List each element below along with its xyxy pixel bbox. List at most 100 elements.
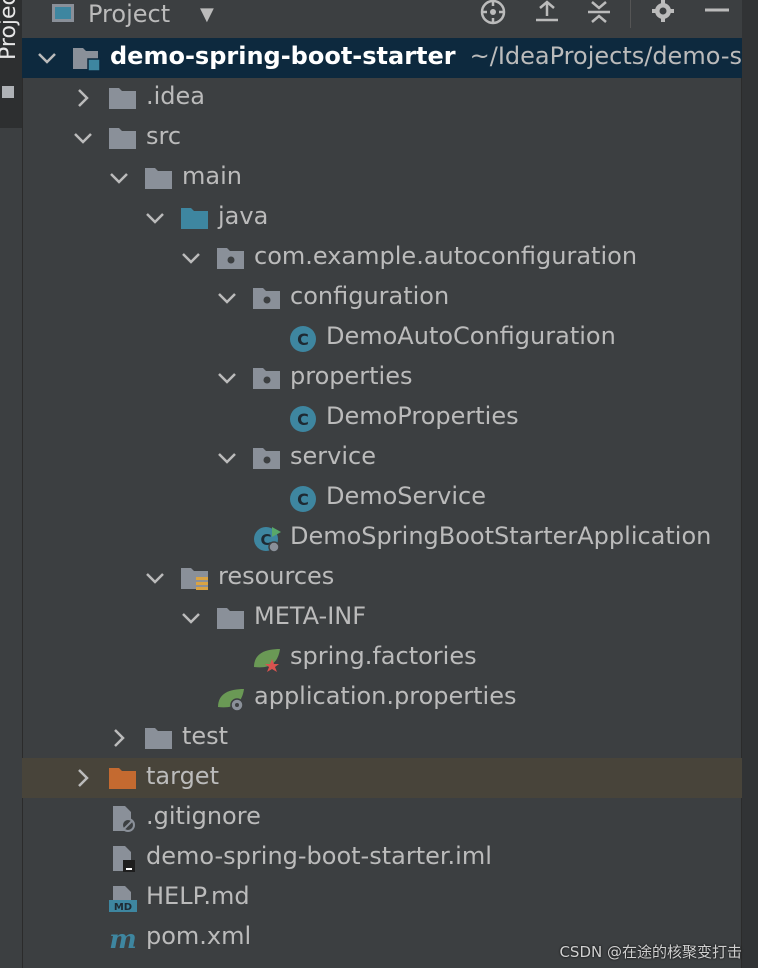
spring-properties-icon [218,689,244,712]
editor-edge [741,0,758,968]
tree-label: DemoService [326,482,487,510]
locate-icon[interactable] [478,0,508,28]
chevron-down-icon[interactable] [144,567,166,589]
maven-icon: m [109,925,137,953]
project-window-icon [52,4,74,22]
tree-label: DemoSpringBootStarterApplication [290,522,712,550]
tree-label: service [290,442,376,470]
resources-folder-icon [181,568,208,590]
collapse-all-icon[interactable] [584,0,614,28]
chevron-down-icon[interactable] [180,247,202,269]
package-icon [253,368,280,389]
svg-text:C: C [297,330,309,349]
folder-icon [217,608,244,629]
tree-row-resources[interactable]: resources [22,558,742,598]
chevron-right-icon[interactable] [108,727,130,749]
watermark: CSDN @在途的核聚变打击 [559,943,742,961]
chevron-down-icon[interactable] [36,47,58,69]
spring-boot-class-icon: C [254,527,281,553]
tree-row-spring-factories[interactable]: spring.factories [22,638,742,678]
expand-all-icon[interactable] [532,0,562,28]
excluded-folder-icon [109,768,136,789]
tree-row-meta-inf[interactable]: META-INF [22,598,742,638]
tree-row-pom[interactable]: m pom.xml [22,918,742,958]
spring-factories-icon [254,649,280,672]
class-icon: C [290,406,316,432]
chevron-right-icon[interactable] [72,767,94,789]
class-icon: C [290,326,316,352]
folder-icon [109,88,136,109]
package-icon [253,288,280,309]
tree-label: demo-spring-boot-starter ~/IdeaProjects/d… [110,42,742,70]
tree-label: DemoProperties [326,402,519,430]
project-tool-tab-label: Project [0,0,21,60]
chevron-down-icon[interactable] [72,127,94,149]
tree-row-service[interactable]: service [22,438,742,478]
triangle-down-icon[interactable]: ▼ [200,4,214,25]
tree-row-root[interactable]: demo-spring-boot-starter ~/IdeaProjects/d… [22,38,742,78]
chevron-down-icon[interactable] [216,287,238,309]
chevron-down-icon[interactable] [108,167,130,189]
tree-label: resources [218,562,335,590]
folder-icon [2,86,14,98]
project-tree: demo-spring-boot-starter ~/IdeaProjects/d… [22,38,742,958]
chevron-right-icon[interactable] [72,87,94,109]
tree-label: java [218,202,269,230]
svg-text:MD: MD [114,902,132,913]
package-icon [217,248,244,269]
minimize-icon[interactable] [702,0,732,28]
tree-row-src[interactable]: src [22,118,742,158]
tree-row-test[interactable]: test [22,718,742,758]
module-folder-icon [73,48,101,72]
tree-label: application.properties [254,682,517,710]
root-name: demo-spring-boot-starter [110,42,456,70]
tree-row-configuration[interactable]: configuration [22,278,742,318]
tree-row-demo-service[interactable]: C DemoService [22,478,742,518]
source-folder-icon [181,208,208,229]
svg-text:C: C [297,490,309,509]
tree-label: HELP.md [146,882,250,910]
chevron-down-icon[interactable] [144,207,166,229]
tree-label: DemoAutoConfiguration [326,322,616,350]
tree-label: properties [290,362,413,390]
tree-label: main [182,162,242,190]
tree-row-properties[interactable]: properties [22,358,742,398]
tree-row-iml[interactable]: demo-spring-boot-starter.iml [22,838,742,878]
tree-label: test [182,722,229,750]
tree-row-main[interactable]: main [22,158,742,198]
markdown-file-icon: MD [109,886,137,913]
folder-icon [109,128,136,149]
toolbar-title[interactable]: Project [88,0,171,28]
tree-row-idea[interactable]: .idea [22,78,742,118]
project-tool-tab[interactable]: Project [0,0,22,128]
tree-label: demo-spring-boot-starter.iml [146,842,492,870]
tree-label: META-INF [254,602,367,630]
tree-row-application-properties[interactable]: application.properties [22,678,742,718]
tree-label: .idea [146,82,206,110]
tree-row-demo-properties[interactable]: C DemoProperties [22,398,742,438]
tree-row-help-md[interactable]: MD HELP.md [22,878,742,918]
project-toolbar: Project ▼ [22,0,742,39]
package-icon [253,448,280,469]
tree-label: target [146,762,219,790]
left-tool-strip: Project [0,0,23,968]
svg-text:C: C [297,410,309,429]
tree-row-java[interactable]: java [22,198,742,238]
folder-icon [145,168,172,189]
chevron-down-icon[interactable] [180,607,202,629]
tree-row-package[interactable]: com.example.autoconfiguration [22,238,742,278]
chevron-down-icon[interactable] [216,447,238,469]
tree-row-application-class[interactable]: C DemoSpringBootStarterApplication [22,518,742,558]
tree-label: .gitignore [146,802,261,830]
gear-icon[interactable] [648,0,678,28]
tree-row-target[interactable]: target [22,758,742,798]
toolbar-separator [630,0,631,28]
tree-label: com.example.autoconfiguration [254,242,638,270]
tree-row-demo-auto-configuration[interactable]: C DemoAutoConfiguration [22,318,742,358]
svg-text:C: C [260,531,271,549]
tree-label: pom.xml [146,922,252,950]
svg-text:m: m [109,925,137,953]
chevron-down-icon[interactable] [216,367,238,389]
root-path: ~/IdeaProjects/demo-s [469,42,742,70]
tree-row-gitignore[interactable]: .gitignore [22,798,742,838]
